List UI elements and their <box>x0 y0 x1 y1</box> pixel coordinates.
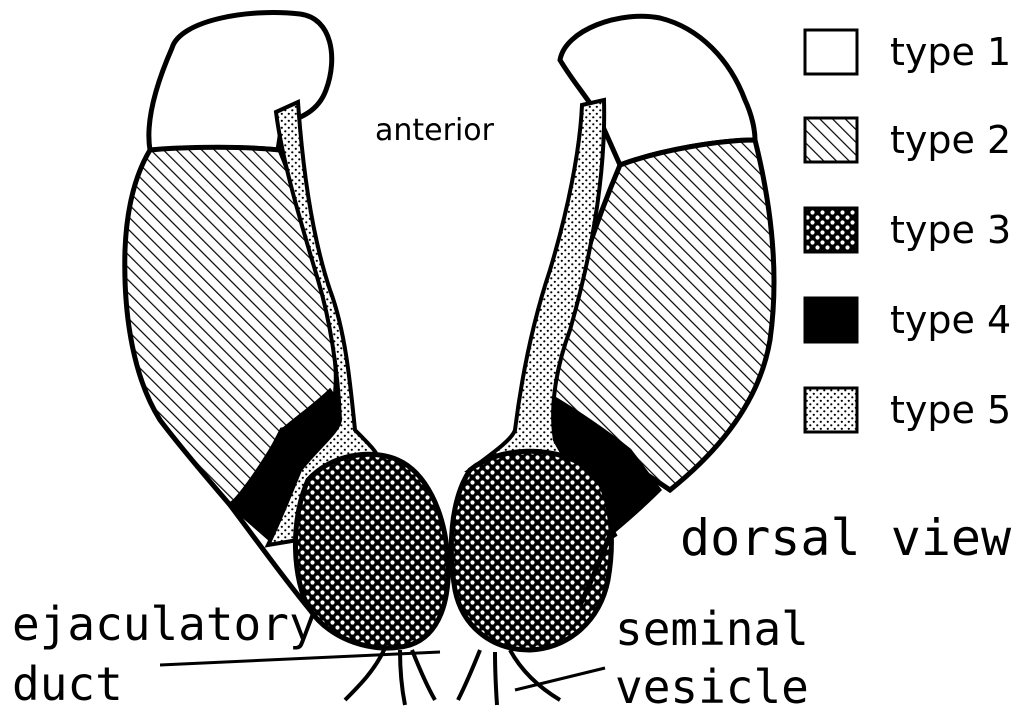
legend-label-type1: type 1 <box>890 30 1011 74</box>
legend: type 1 type 2 type 3 type 4 type 5 <box>805 30 1011 432</box>
right-duct-line-1 <box>458 650 480 700</box>
legend-label-type5: type 5 <box>890 388 1011 432</box>
legend-label-type3: type 3 <box>890 208 1011 252</box>
anterior-label: anterior <box>375 113 495 148</box>
legend-label-type2: type 2 <box>890 118 1011 162</box>
ejaculatory-duct-label-line1: ejaculatory <box>12 597 317 651</box>
left-duct-line-3 <box>412 650 435 700</box>
right-duct-line-2 <box>495 652 497 705</box>
legend-swatch-type5 <box>805 388 857 432</box>
left-gland-outline <box>149 12 332 150</box>
ducts <box>160 648 605 705</box>
left-type3-region <box>295 454 448 648</box>
legend-swatch-type2 <box>805 118 857 162</box>
seminal-vesicle-pointer <box>515 668 605 690</box>
dorsal-view-label: dorsal view <box>680 509 1012 567</box>
left-gland <box>125 12 448 648</box>
right-duct-line-3 <box>510 650 560 700</box>
legend-swatch-type3 <box>805 208 857 252</box>
ejaculatory-duct-pointer <box>160 652 440 665</box>
legend-swatch-type1 <box>805 30 857 74</box>
seminal-vesicle-label-line2: vesicle <box>615 660 809 712</box>
right-type3-region <box>451 451 611 650</box>
seminal-vesicle-label-line1: seminal <box>615 602 809 656</box>
legend-swatch-type4 <box>805 298 857 342</box>
left-duct-line-2 <box>400 650 405 705</box>
ejaculatory-duct-label-line2: duct <box>12 657 123 711</box>
legend-label-type4: type 4 <box>890 298 1011 342</box>
